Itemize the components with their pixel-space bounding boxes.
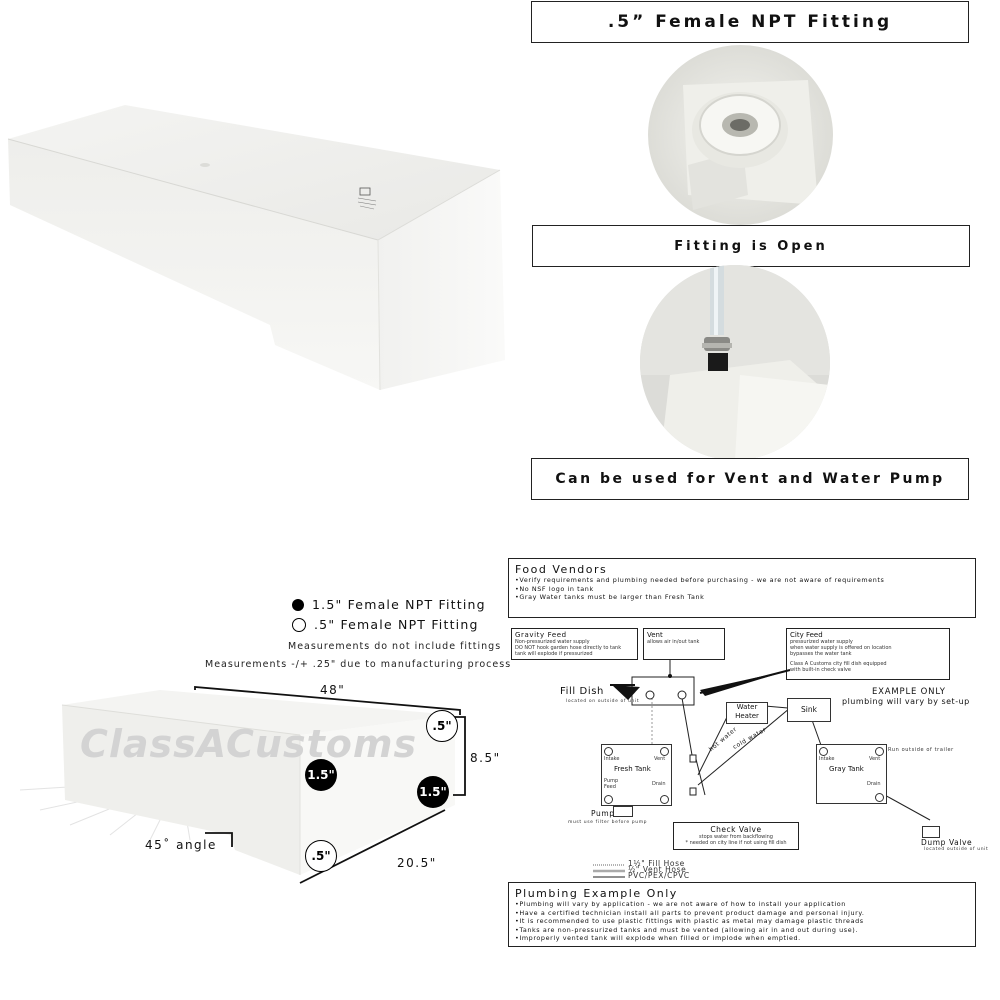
food-vendors-title: Food Vendors	[515, 563, 608, 576]
dim-width: 20.5"	[397, 856, 437, 870]
food-vendors-line: •Verify requirements and plumbing needed…	[515, 576, 885, 584]
fresh-intake-port	[604, 747, 613, 756]
hose-legend-fill: 1½" Fill Hose	[628, 859, 685, 868]
legend-open-fitting: .5" Female NPT Fitting	[292, 617, 479, 632]
gravity-feed-title: Gravity Feed	[515, 631, 567, 639]
plumbing-lines	[593, 660, 931, 878]
fresh-vent-port	[660, 747, 669, 756]
check-valve-title: Check Valve	[710, 825, 762, 834]
dim-angle: 45˚ angle	[145, 838, 217, 852]
hose-legend-pvc: PVC/PEX/CPVC	[628, 871, 690, 880]
open-dot-icon	[292, 617, 306, 632]
city-feed-line: bypasses the water tank	[790, 651, 852, 657]
dim-height: 8.5"	[470, 751, 501, 765]
tank-photo	[7, 105, 505, 391]
city-feed-line: pressurized water supply	[790, 639, 853, 645]
gravity-feed-line: tank will explode if pressurized	[515, 651, 593, 657]
half-inch-fitting-marker: .5"	[426, 710, 458, 742]
vent-line: allows air in/out tank	[647, 639, 700, 645]
sink-box: Sink	[787, 698, 831, 722]
water-heater-box: Water Heater	[726, 702, 768, 724]
gray-vent-label: Vent	[869, 756, 881, 762]
gravity-feed-line: Non-pressurized water supply	[515, 639, 590, 645]
nsf-label	[357, 187, 377, 210]
hose-legend-vent: ½" Vent Hose	[628, 865, 687, 874]
note-tolerance: Measurements -/+ .25" due to manufacturi…	[205, 659, 512, 670]
plumbing-example-line: •Plumbing will vary by application - we …	[515, 900, 846, 908]
city-feed-title: City Feed	[790, 631, 823, 639]
fitting-open-caption: Fitting is Open	[532, 225, 970, 267]
gray-tank-box: Intake Vent Gray Tank Drain	[816, 744, 887, 804]
food-vendors-line: •No NSF logo in tank	[515, 584, 594, 593]
dump-valve-label: Dump Valve	[921, 838, 973, 847]
note-fittings: Measurements do not include fittings	[288, 641, 502, 652]
pump-sub: must use filter before pump	[568, 820, 648, 825]
legend-filled-label: 1.5" Female NPT Fitting	[312, 597, 486, 612]
example-only-sub: plumbing will vary by set-up	[842, 697, 970, 706]
dim-length: 48"	[320, 683, 346, 697]
plumbing-example-line: •It is recommended to use plastic fittin…	[515, 917, 864, 925]
vent-title: Vent	[647, 631, 663, 639]
tank-drawing	[19, 686, 466, 884]
plumbing-example-title: Plumbing Example Only	[515, 887, 678, 900]
gray-tank-label: Gray Tank	[829, 765, 864, 773]
fresh-pump-feed-label: Pump Feed	[604, 778, 619, 790]
check-valve-sub: stops water from backflowing	[699, 834, 773, 840]
fresh-drain-label: Drain	[652, 781, 666, 787]
gravity-feed-line: DO NOT hook garden hose directly to tank	[515, 645, 622, 651]
pump-box	[613, 806, 633, 817]
legend-open-label: .5" Female NPT Fitting	[314, 617, 479, 632]
city-feed-line: with built-in check valve	[790, 667, 851, 673]
gray-drain-label: Drain	[867, 781, 881, 787]
gray-intake-port	[819, 747, 828, 756]
fresh-tank-box: Intake Vent Fresh Tank Pump Feed Drain	[601, 744, 672, 806]
half-inch-fitting-marker: .5"	[305, 840, 337, 872]
dump-valve-sub: located outside of unit	[924, 847, 989, 852]
fresh-intake-label: Intake	[604, 756, 620, 762]
gray-run-outside-label: Run outside of trailer	[888, 747, 954, 753]
one-half-inch-fitting-marker: 1.5"	[305, 759, 337, 791]
plumbing-example-line: •Improperly vented tank will explode whe…	[515, 934, 801, 942]
plumbing-example-box: Plumbing Example Only •Plumbing will var…	[508, 882, 976, 947]
fresh-vent-label: Vent	[654, 756, 666, 762]
vent-box: Vent allows air in/out tank	[643, 628, 725, 660]
fitting-header-caption: .5” Female NPT Fitting	[531, 1, 969, 43]
one-half-inch-fitting-marker: 1.5"	[417, 776, 449, 808]
city-feed-line: Class A Customs city fill dish equipped	[790, 661, 887, 667]
vent-pump-caption: Can be used for Vent and Water Pump	[531, 458, 969, 500]
plumbing-example-line: •Tanks are non-pressurized tanks and mus…	[515, 925, 858, 934]
plumbing-example-line: •Have a certified technician install all…	[515, 908, 865, 917]
gray-vent-port	[875, 747, 884, 756]
gray-drain-port	[875, 793, 884, 802]
fill-dish-sub: located on outside of unit	[566, 699, 640, 704]
food-vendors-line: •Gray Water tanks must be larger than Fr…	[515, 593, 705, 601]
check-valve-note: * needed on city line if not using fill …	[685, 840, 787, 846]
food-vendors-box: Food Vendors •Verify requirements and pl…	[508, 558, 976, 618]
example-only-label: EXAMPLE ONLY	[872, 687, 946, 697]
open-fitting-photo	[648, 45, 833, 225]
dump-valve-box	[922, 826, 940, 838]
fresh-drain-port	[660, 795, 669, 804]
fresh-pump-port	[604, 795, 613, 804]
gravity-feed-box: Gravity Feed Non-pressurized water suppl…	[511, 628, 638, 660]
filled-dot-icon	[292, 598, 304, 611]
pump-label: Pump	[591, 809, 615, 818]
watermark-logo: ClassACustoms	[80, 722, 418, 766]
vent-hose-photo	[640, 265, 830, 460]
city-feed-box: City Feed pressurized water supply when …	[786, 628, 950, 680]
gray-intake-label: Intake	[819, 756, 835, 762]
check-valve-box: Check Valve stops water from backflowing…	[673, 822, 799, 850]
city-feed-line: when water supply is offered on location	[790, 645, 892, 651]
fresh-tank-label: Fresh Tank	[614, 765, 651, 773]
fill-dish-label: Fill Dish	[560, 686, 604, 697]
legend-filled-fitting: 1.5" Female NPT Fitting	[292, 597, 486, 612]
